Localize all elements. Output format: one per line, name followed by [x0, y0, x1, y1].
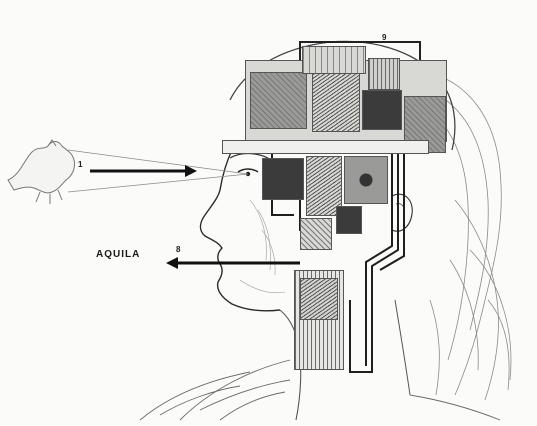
- speech-staircase: [300, 278, 338, 320]
- output-word-label: AQUILA: [96, 250, 140, 260]
- arrow-label-8: 8: [176, 246, 180, 254]
- control-block: [336, 206, 362, 234]
- memory-chamber-left: [250, 72, 307, 129]
- arrow-label-1: 1: [78, 161, 82, 169]
- pipe-column: [368, 58, 400, 90]
- processing-shelf: [222, 140, 429, 154]
- gear-chamber: [344, 156, 388, 204]
- optic-relay: [262, 158, 304, 200]
- bracket-label-9: 9: [382, 34, 386, 42]
- eagle-icon: [8, 140, 75, 204]
- memory-chamber-center: [312, 70, 360, 132]
- memory-chamber-dark: [362, 90, 402, 130]
- lower-relay: [300, 218, 332, 250]
- staircase-block: [302, 46, 366, 74]
